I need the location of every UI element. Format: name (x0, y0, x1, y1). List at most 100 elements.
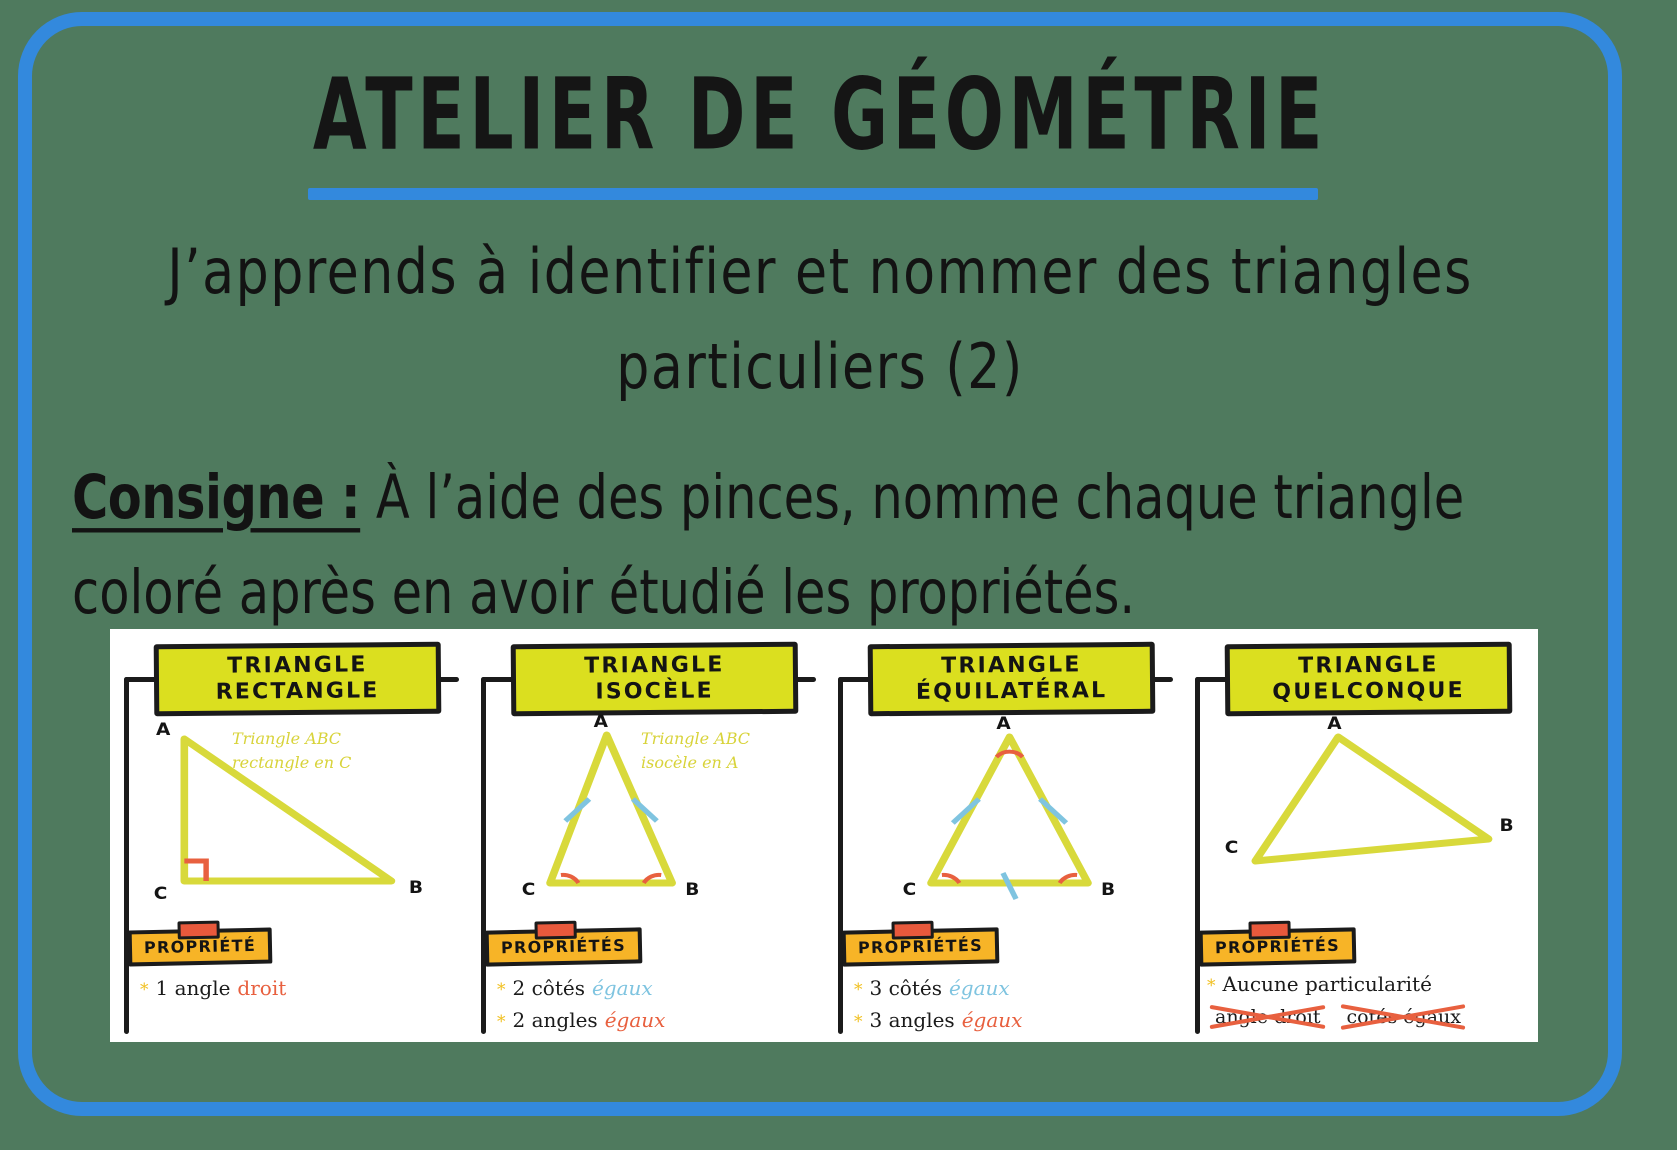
triangle-note: Triangle ABC rectangle en C (232, 729, 352, 772)
property-item: * 3 côtés égaux (854, 973, 1173, 1005)
star-icon: * (854, 1012, 863, 1032)
panel-header-line1: TRIANGLE (227, 652, 368, 679)
property-list-quelconque: * Aucune particularité angle droit côtés… (1207, 969, 1532, 1033)
equal-side-tick-icon (1038, 797, 1069, 825)
property-tag-rectangle: PROPRIÉTÉ (127, 920, 273, 967)
panel-frame-left (481, 677, 486, 1034)
clip-icon (534, 920, 577, 940)
panel-header-line2: ÉQUILATÉRAL (915, 678, 1108, 705)
vertex-label-b: B (1101, 880, 1115, 900)
equal-angle-arc-icon (641, 872, 662, 885)
panel-frame-top (124, 677, 166, 682)
property-item: * 3 angles égaux (854, 1005, 1173, 1037)
vertex-label-c: C (522, 880, 536, 900)
property-tag-label: PROPRIÉTÉ (143, 935, 257, 958)
property-text: 2 côtés (512, 976, 585, 1000)
vertex-label-a: A (996, 714, 1011, 734)
equal-angle-arc-icon (1057, 872, 1078, 885)
panel-frame-top (1195, 677, 1237, 682)
property-list-isocele: * 2 côtés égaux * 2 angles égaux (497, 973, 816, 1037)
property-accent: égaux (604, 1008, 666, 1032)
equal-side-tick-icon (563, 797, 592, 823)
triangle-note: Triangle ABC isocèle en A (641, 729, 751, 772)
panel-frame-left (124, 677, 129, 1034)
property-item: * 2 angles égaux (497, 1005, 816, 1037)
equal-side-tick-icon (950, 797, 981, 825)
title-underline (308, 188, 1318, 200)
panel-frame-top (838, 677, 880, 682)
triangles-figure: TRIANGLE RECTANGLE A B C Triangle ABC re… (110, 629, 1538, 1042)
clip-icon (177, 920, 220, 940)
panel-frame-right (425, 677, 459, 682)
triangle-shape (180, 735, 396, 885)
panel-frame-top (481, 677, 523, 682)
property-item: * 1 angle droit (140, 973, 459, 1005)
panel-header-line2: QUELCONQUE (1272, 678, 1465, 705)
equal-angle-arc-icon (560, 872, 581, 885)
struck-items-row: angle droit côtés égaux (1207, 1001, 1532, 1033)
panel-header-isocele: TRIANGLE ISOCÈLE (510, 641, 799, 717)
clip-icon (891, 920, 934, 940)
panel-triangle-quelconque: TRIANGLE QUELCONQUE A B C PROPRIÉTÉS * A… (1181, 629, 1538, 1042)
property-accent: égaux (961, 1008, 1023, 1032)
vertex-label-c: C (154, 884, 168, 904)
panel-frame-right (782, 677, 816, 682)
triangle-shape (1251, 733, 1493, 865)
panel-frame-right (1139, 677, 1173, 682)
vertex-label-a: A (594, 712, 609, 732)
instruction-lead: Consigne : (72, 462, 361, 533)
vertex-label-b: B (685, 880, 699, 900)
star-icon: * (497, 1012, 506, 1032)
equal-side-tick-icon (630, 797, 659, 823)
vertex-label-b: B (1499, 816, 1513, 836)
star-icon: * (1207, 976, 1216, 996)
property-item: * Aucune particularité (1207, 969, 1532, 1001)
panel-header-equilateral: TRIANGLE ÉQUILATÉRAL (867, 641, 1156, 717)
star-icon: * (854, 980, 863, 1000)
star-icon: * (497, 980, 506, 1000)
clip-icon (1248, 920, 1291, 940)
property-text: 2 angles (512, 1008, 598, 1032)
panel-header-line1: TRIANGLE (941, 652, 1082, 679)
page-title: ATELIER DE GÉOMÉTRIE (312, 56, 1328, 173)
vertex-label-b: B (409, 878, 423, 898)
property-text: 3 angles (869, 1008, 955, 1032)
right-angle-mark-icon (184, 858, 209, 881)
property-item: * 2 côtés égaux (497, 973, 816, 1005)
vertex-label-a: A (1327, 714, 1342, 734)
panel-triangle-rectangle: TRIANGLE RECTANGLE A B C Triangle ABC re… (110, 629, 467, 1042)
instruction-text: À l’aide des pinces, nomme chaque triang… (72, 462, 1465, 628)
triangle-drawing-isocele: A B C Triangle ABC isocèle en A (489, 712, 816, 918)
panel-triangle-equilateral: TRIANGLE ÉQUILATÉRAL A B C (824, 629, 1181, 1042)
property-text: 1 angle (155, 976, 231, 1000)
property-tag-equilateral: PROPRIÉTÉS (841, 920, 1000, 967)
triangle-drawing-quelconque: A B C (1203, 713, 1530, 918)
star-icon: * (140, 980, 149, 1000)
property-accent: égaux (591, 976, 653, 1000)
vertex-label-a: A (156, 720, 171, 740)
page-subtitle: J’apprends à identifier et nommer des tr… (167, 234, 1473, 404)
triangle-drawing-equilateral: A B C (846, 713, 1173, 918)
panel-header-rectangle: TRIANGLE RECTANGLE (153, 641, 442, 717)
instruction-block: Consigne : À l’aide des pinces, nomme ch… (72, 450, 1568, 639)
property-list-equilateral: * 3 côtés égaux * 3 angles égaux (854, 973, 1173, 1037)
equal-angle-arc-icon (994, 749, 1025, 759)
panel-header-line2: RECTANGLE (215, 678, 380, 705)
panel-header-line1: TRIANGLE (584, 652, 725, 679)
worksheet-card: ATELIER DE GÉOMÉTRIE J’apprends à identi… (18, 12, 1622, 1116)
panel-triangle-isocele: TRIANGLE ISOCÈLE A B C Triangle ABC isoc… (467, 629, 824, 1042)
panel-header-line2: ISOCÈLE (595, 678, 714, 705)
struck-item-cotes-egaux: côtés égaux (1346, 1001, 1460, 1033)
vertex-label-c: C (903, 880, 917, 900)
equal-angle-arc-icon (941, 872, 962, 885)
panel-header-quelconque: TRIANGLE QUELCONQUE (1224, 641, 1513, 717)
struck-item-angle-droit: angle droit (1215, 1001, 1320, 1033)
property-text: 3 côtés (869, 976, 942, 1000)
panel-header-line1: TRIANGLE (1298, 652, 1439, 679)
panel-frame-left (838, 677, 843, 1034)
panel-frame-left (1195, 677, 1200, 1034)
property-tag-isocele: PROPRIÉTÉS (484, 920, 643, 967)
property-accent: égaux (948, 976, 1010, 1000)
triangle-shape (927, 733, 1092, 887)
triangle-drawing-rectangle: A B C Triangle ABC rectangle en C (132, 713, 459, 918)
